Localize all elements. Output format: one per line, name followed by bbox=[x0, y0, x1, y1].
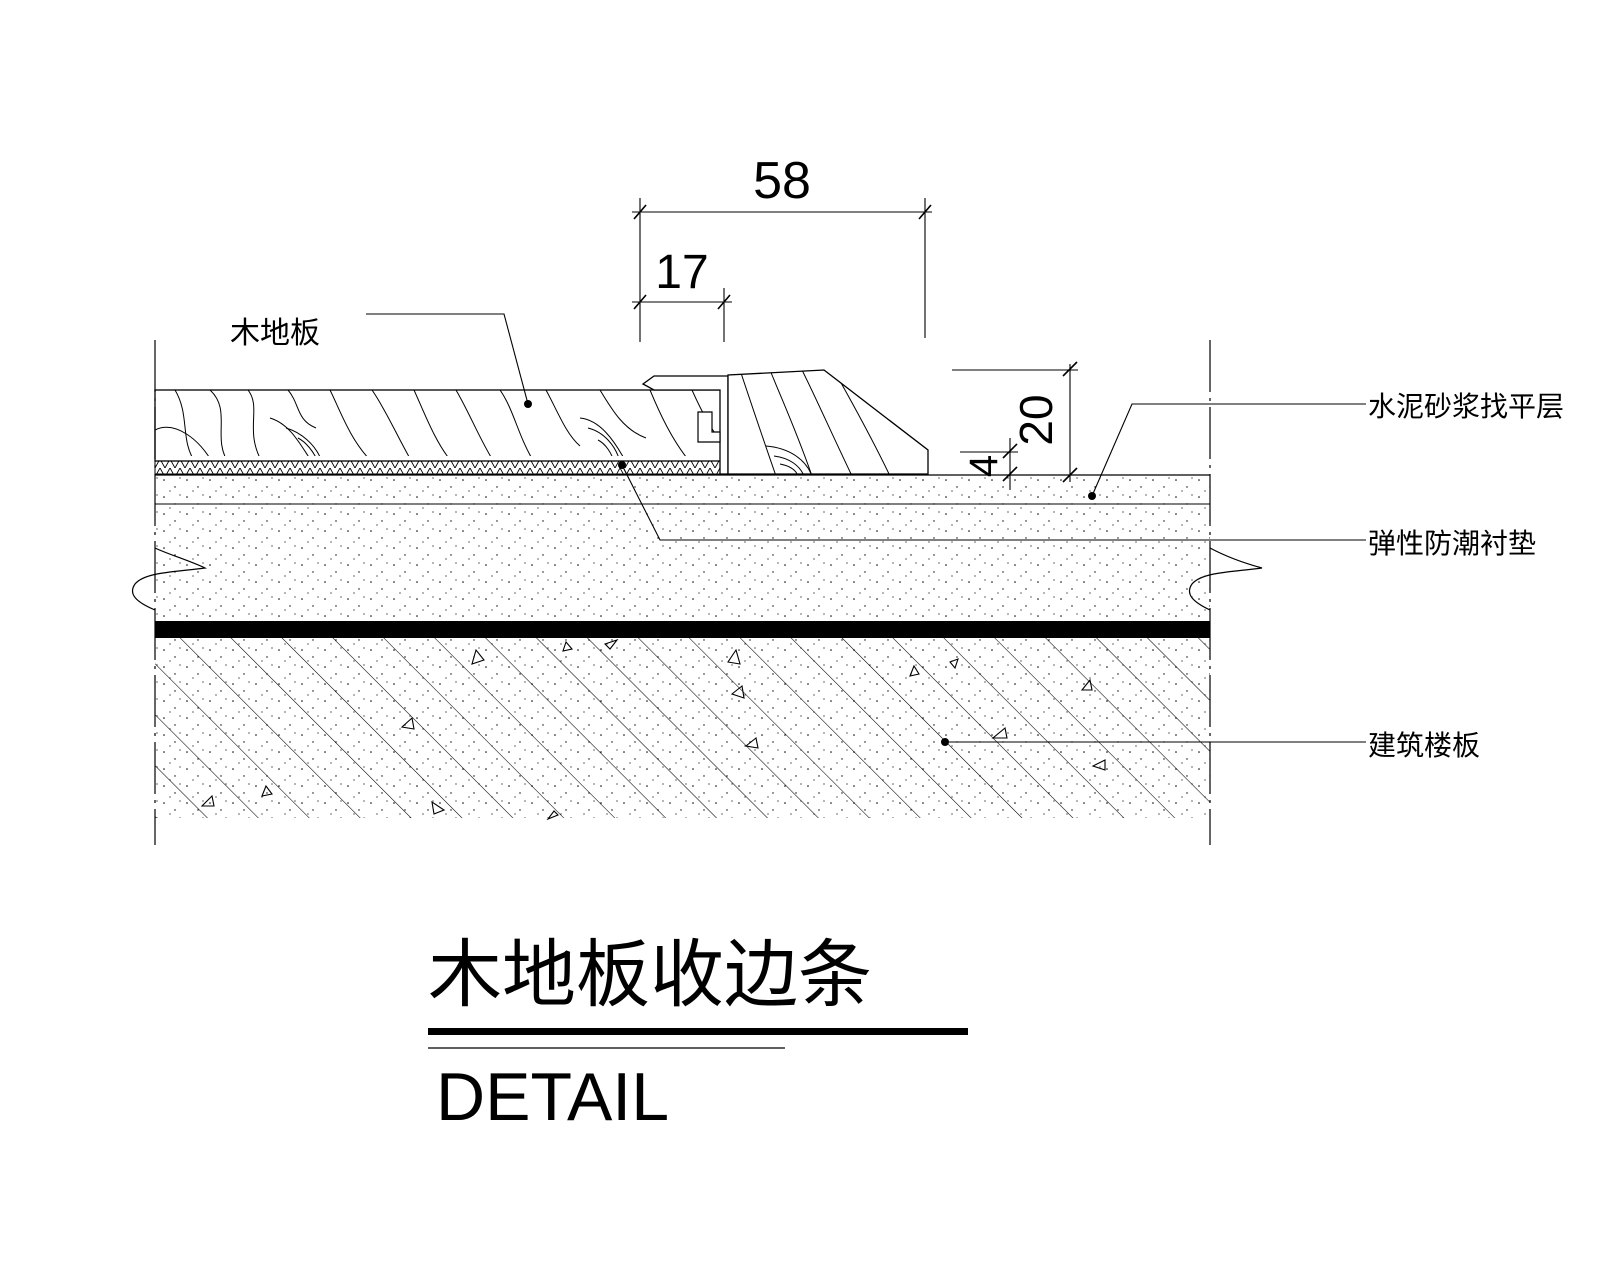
leader-lines bbox=[366, 313, 1366, 743]
dimension-58-label: 58 bbox=[753, 152, 811, 210]
label-underlay: 弹性防潮衬垫 bbox=[1368, 527, 1536, 560]
label-floor-slab: 建筑楼板 bbox=[1368, 729, 1480, 762]
drawing-title: 木地板收边条 bbox=[428, 932, 872, 1018]
dimension-lip bbox=[632, 288, 732, 342]
dimension-height bbox=[952, 361, 1078, 490]
mortar-screed bbox=[155, 474, 1210, 621]
floor-slab bbox=[155, 621, 1210, 821]
break-lines bbox=[131, 340, 1263, 845]
wood-floor-board bbox=[154, 389, 729, 462]
dimension-20-label: 20 bbox=[1010, 394, 1062, 445]
aggregate-marks bbox=[200, 638, 1106, 821]
dimension-overall bbox=[632, 198, 932, 342]
dimension-17-label: 17 bbox=[655, 246, 708, 299]
underlay-strip bbox=[154, 460, 729, 475]
dimension-4-label: 4 bbox=[962, 455, 1006, 477]
drawing-subtitle: DETAIL bbox=[436, 1059, 669, 1135]
title-underline-thick bbox=[428, 1028, 968, 1035]
waterproof-membrane bbox=[155, 621, 1210, 638]
label-mortar-layer: 水泥砂浆找平层 bbox=[1368, 390, 1564, 423]
label-wood-floor: 木地板 bbox=[230, 316, 320, 351]
edge-trim-strip bbox=[641, 369, 929, 475]
leader-dots bbox=[524, 400, 1096, 746]
